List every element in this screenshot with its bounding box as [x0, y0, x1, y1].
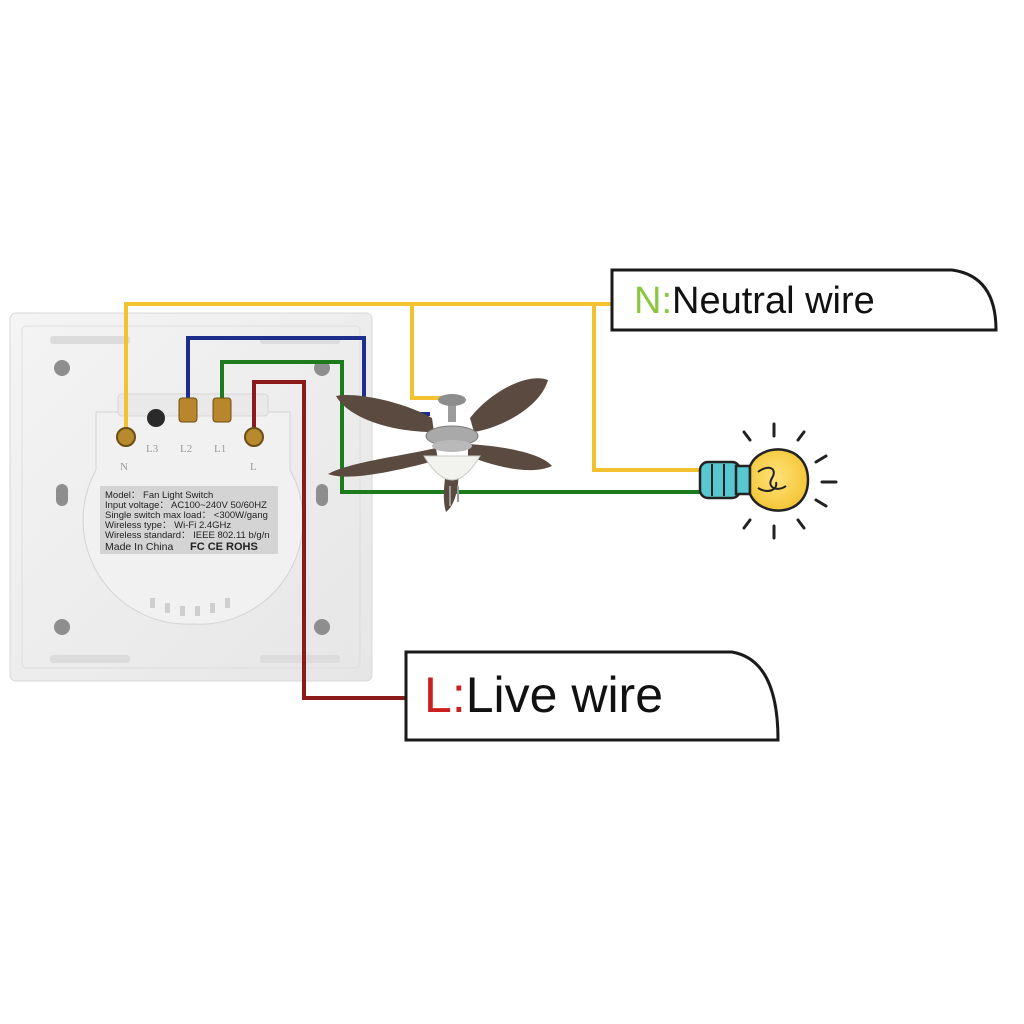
made-in-text: Made In China — [105, 541, 173, 553]
neutral-wire — [124, 302, 704, 472]
neutral-label-text: Neutral wire — [672, 280, 875, 322]
spec-line: Single switch max load： <300W/gang — [105, 510, 268, 521]
terminal-block: N L3 L2 L1 L — [116, 397, 264, 473]
terminal-label-l1: L1 — [214, 443, 226, 455]
screw-hole — [54, 360, 70, 376]
live-wire — [252, 380, 406, 700]
live-separator: : — [452, 667, 466, 723]
screw-hole — [314, 619, 330, 635]
terminal-l1 — [212, 397, 232, 423]
terminal-l — [244, 427, 264, 447]
light-bulb-icon — [698, 422, 838, 540]
terminal-label-l: L — [250, 461, 257, 473]
screw-hole — [54, 619, 70, 635]
terminal-label-l3: L3 — [146, 443, 159, 455]
mount-slot — [56, 484, 68, 506]
spec-line: Wireless type： Wi-Fi 2.4GHz — [105, 520, 231, 531]
ceiling-fan-icon — [328, 378, 552, 512]
spec-line: Wireless standard： IEEE 802.11 b/g/n — [105, 530, 270, 541]
svg-text:L:Live wire: L:Live wire — [424, 667, 663, 723]
terminal-label-l2: L2 — [180, 443, 192, 455]
neutral-separator: : — [661, 280, 672, 322]
terminal-l3 — [147, 409, 165, 427]
cert-marks: FC CE ROHS — [190, 541, 258, 553]
mount-slot — [316, 484, 328, 506]
light-rays — [742, 422, 838, 540]
live-wire-label: L:Live wire — [404, 650, 780, 742]
spec-line: Input voltage： AC100~240V 50/60HZ — [105, 500, 267, 511]
terminal-l2 — [178, 397, 198, 423]
spec-line: Model： Fan Light Switch — [105, 490, 213, 501]
live-letter: L — [424, 667, 452, 723]
l1-wire-green — [220, 360, 704, 494]
live-label-text: Live wire — [466, 667, 663, 723]
spec-label: Model： Fan Light Switch Input voltage： A… — [100, 486, 278, 554]
terminal-n — [116, 427, 136, 447]
neutral-wire-label: N:Neutral wire — [610, 268, 998, 332]
svg-text:N:Neutral wire: N:Neutral wire — [634, 280, 875, 322]
terminal-label-n: N — [120, 461, 128, 473]
neutral-letter: N — [634, 280, 661, 322]
